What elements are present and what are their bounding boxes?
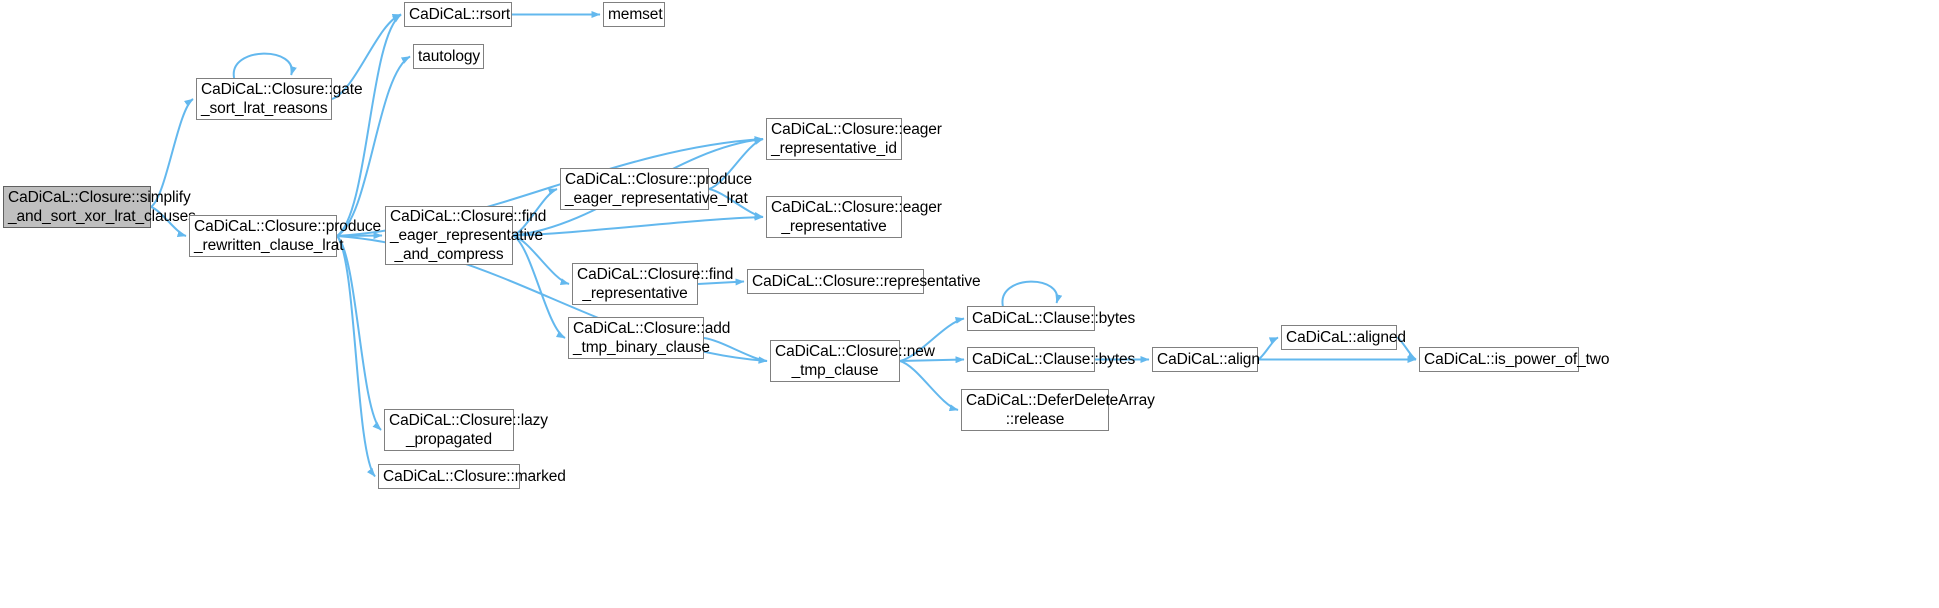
graph-node-representative[interactable]: CaDiCaL::Closure::representative bbox=[747, 269, 981, 294]
graph-node-label: CaDiCaL::align bbox=[1157, 351, 1260, 368]
graph-node-label: CaDiCaL::Closure::eager _representative_… bbox=[771, 121, 942, 157]
graph-node-produce_rewritten_clause_lrat[interactable]: CaDiCaL::Closure::produce _rewritten_cla… bbox=[189, 215, 382, 257]
graph-node-label: CaDiCaL::aligned bbox=[1286, 329, 1406, 346]
graph-node-gate_sort_lrat_reasons[interactable]: CaDiCaL::Closure::gate _sort_lrat_reason… bbox=[196, 78, 363, 120]
graph-node-defer_delete_array_release[interactable]: CaDiCaL::DeferDeleteArray ::release bbox=[961, 389, 1155, 431]
graph-node-label: CaDiCaL::Clause::bytes bbox=[972, 351, 1136, 368]
graph-node-simplify_and_sort_xor_lrat_clauses[interactable]: CaDiCaL::Closure::simplify _and_sort_xor… bbox=[3, 186, 196, 228]
graph-node-find_eager_representative_and_compress[interactable]: CaDiCaL::Closure::find _eager_representa… bbox=[385, 206, 547, 265]
graph-node-clause_bytes_bottom[interactable]: CaDiCaL::Clause::bytes bbox=[967, 347, 1136, 372]
graph-node-label: CaDiCaL::Closure::produce _rewritten_cla… bbox=[194, 218, 382, 254]
graph-node-label: CaDiCaL::Closure::gate _sort_lrat_reason… bbox=[201, 81, 363, 117]
graph-node-label: CaDiCaL::Clause::bytes bbox=[972, 310, 1136, 327]
graph-node-label: CaDiCaL::Closure::representative bbox=[752, 273, 981, 290]
graph-node-is_power_of_two[interactable]: CaDiCaL::is_power_of_two bbox=[1419, 347, 1610, 372]
graph-node-label: CaDiCaL::Closure::add _tmp_binary_clause bbox=[573, 320, 731, 356]
graph-node-eager_representative_id[interactable]: CaDiCaL::Closure::eager _representative_… bbox=[766, 118, 942, 160]
graph-node-add_tmp_binary_clause[interactable]: CaDiCaL::Closure::add _tmp_binary_clause bbox=[568, 317, 731, 359]
graph-node-memset[interactable]: memset bbox=[603, 2, 665, 27]
graph-node-label: CaDiCaL::Closure::produce _eager_represe… bbox=[565, 171, 753, 207]
graph-node-label: CaDiCaL::Closure::new _tmp_clause bbox=[775, 343, 935, 379]
graph-node-label: CaDiCaL::Closure::find _eager_representa… bbox=[390, 208, 547, 263]
graph-node-label: CaDiCaL::DeferDeleteArray ::release bbox=[966, 392, 1155, 428]
graph-node-align[interactable]: CaDiCaL::align bbox=[1152, 347, 1260, 372]
graph-node-tautology[interactable]: tautology bbox=[413, 44, 484, 69]
graph-node-clause_bytes_top[interactable]: CaDiCaL::Clause::bytes bbox=[967, 306, 1136, 331]
graph-node-rsort[interactable]: CaDiCaL::rsort bbox=[404, 2, 512, 27]
graph-node-eager_representative[interactable]: CaDiCaL::Closure::eager _representative bbox=[766, 196, 942, 238]
graph-node-label: memset bbox=[608, 6, 663, 23]
graph-node-new_tmp_clause[interactable]: CaDiCaL::Closure::new _tmp_clause bbox=[770, 340, 935, 382]
graph-node-marked[interactable]: CaDiCaL::Closure::marked bbox=[378, 464, 566, 489]
graph-node-label: CaDiCaL::Closure::simplify _and_sort_xor… bbox=[8, 189, 196, 225]
graph-node-find_representative[interactable]: CaDiCaL::Closure::find _representative bbox=[572, 263, 734, 305]
graph-node-lazy_propagated[interactable]: CaDiCaL::Closure::lazy _propagated bbox=[384, 409, 548, 451]
graph-node-label: CaDiCaL::Closure::eager _representative bbox=[771, 199, 942, 235]
graph-node-label: CaDiCaL::Closure::lazy _propagated bbox=[389, 412, 548, 448]
graph-node-label: CaDiCaL::Closure::marked bbox=[383, 468, 566, 485]
graph-node-label: tautology bbox=[418, 48, 481, 65]
graph-node-label: CaDiCaL::is_power_of_two bbox=[1424, 351, 1610, 368]
graph-node-produce_eager_representative_lrat[interactable]: CaDiCaL::Closure::produce _eager_represe… bbox=[560, 168, 753, 210]
graph-node-aligned[interactable]: CaDiCaL::aligned bbox=[1281, 325, 1406, 350]
graph-node-label: CaDiCaL::rsort bbox=[409, 6, 511, 23]
graph-node-label: CaDiCaL::Closure::find _representative bbox=[577, 266, 734, 302]
